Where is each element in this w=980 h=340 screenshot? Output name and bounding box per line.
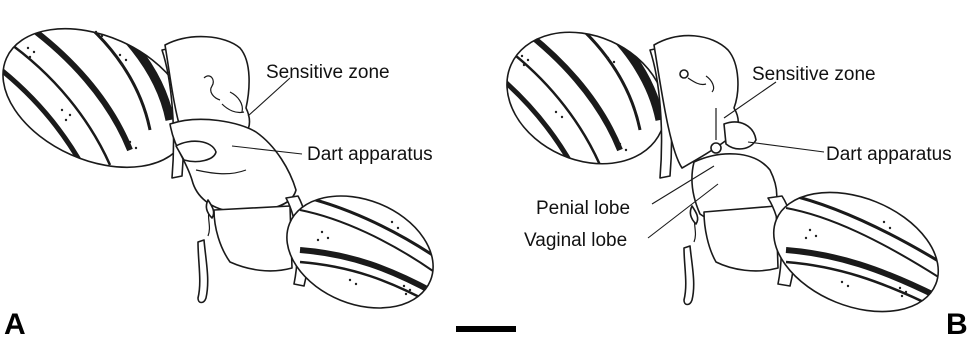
- leader-sensitive-zone-a: [248, 78, 290, 116]
- tentacles-b: [684, 206, 778, 305]
- shell-b-upper: [485, 0, 686, 188]
- label-sensitive-zone-a: Sensitive zone: [266, 62, 390, 83]
- panel-label-a: A: [4, 308, 26, 340]
- snail-pair-b: [485, 0, 956, 334]
- label-dart-apparatus-a: Dart apparatus: [307, 144, 433, 165]
- panel-label-b: B: [946, 308, 968, 340]
- leader-dart-apparatus-b: [748, 142, 824, 152]
- label-dart-apparatus-b: Dart apparatus: [826, 144, 952, 165]
- label-sensitive-zone-b: Sensitive zone: [752, 64, 876, 85]
- label-vaginal-lobe-b: Vaginal lobe: [524, 230, 627, 251]
- shell-b-lower: [756, 170, 956, 335]
- label-penial-lobe-b: Penial lobe: [536, 198, 630, 219]
- scale-bar: [456, 326, 516, 332]
- tentacles-a: [198, 200, 292, 303]
- body-a-lower: [170, 119, 296, 212]
